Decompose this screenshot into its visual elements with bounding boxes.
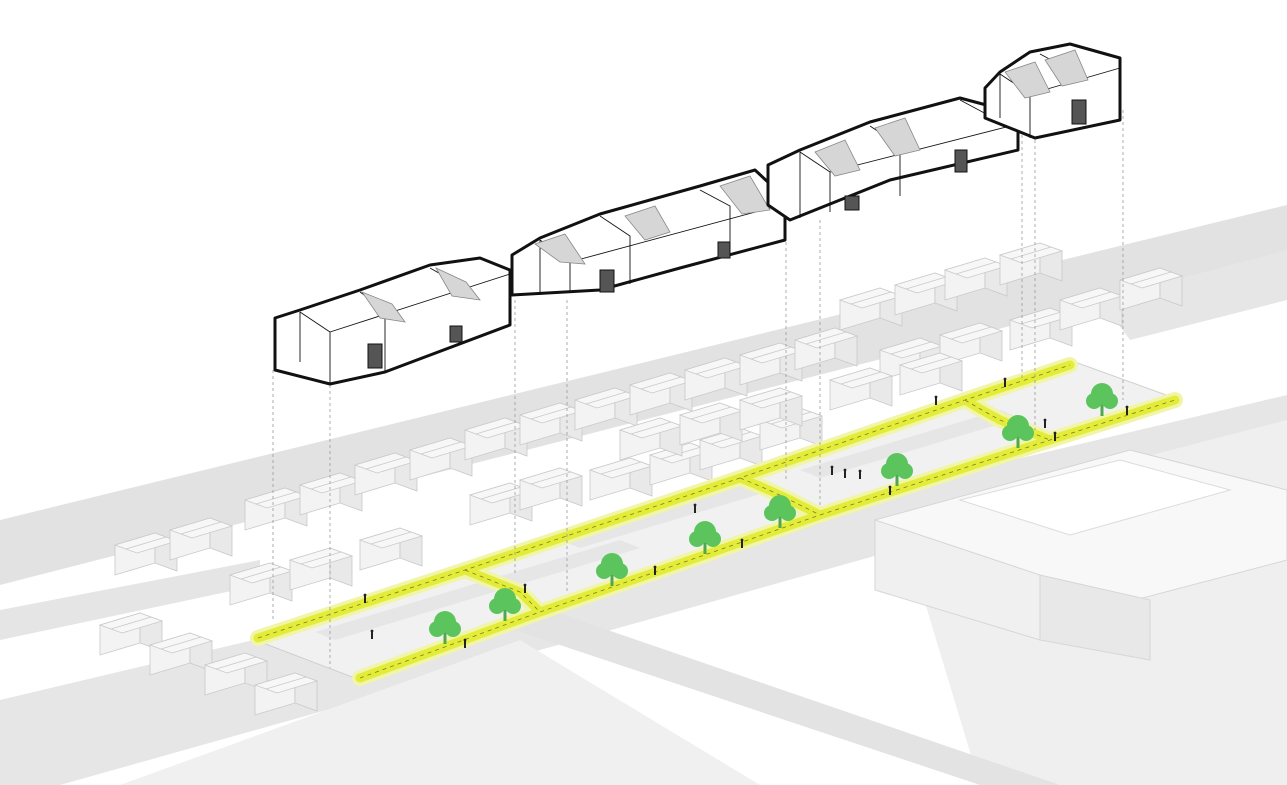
pedestrian-head [741, 539, 744, 542]
pedestrian-head [364, 594, 367, 597]
pedestrian-body [844, 471, 846, 478]
tree-canopy [596, 563, 612, 579]
pedestrian-body [371, 632, 373, 639]
context-house [520, 468, 582, 510]
pedestrian-icon [1126, 406, 1129, 415]
exploded-building [768, 98, 1018, 220]
pedestrian-head [654, 566, 657, 569]
pedestrian-body [1126, 408, 1128, 415]
tree-canopy [489, 598, 505, 614]
door [718, 242, 730, 258]
pedestrian-body [1054, 434, 1056, 441]
pedestrian-body [654, 568, 656, 575]
pedestrian-icon [654, 566, 657, 575]
pedestrian-body [859, 472, 861, 479]
context-house [590, 458, 652, 500]
tree-canopy [881, 463, 897, 479]
pedestrian-head [889, 486, 892, 489]
context-house [360, 528, 422, 570]
door [368, 344, 382, 368]
pedestrian-head [1126, 406, 1129, 409]
tree-canopy [612, 563, 628, 579]
pedestrian-head [694, 504, 697, 507]
tree-canopy [780, 505, 796, 521]
pedestrian-icon [1044, 419, 1047, 428]
exploded-building [512, 170, 785, 295]
tree-canopy [764, 505, 780, 521]
pedestrian-head [1044, 419, 1047, 422]
tree-canopy [705, 531, 721, 547]
tree-canopy [505, 598, 521, 614]
pedestrian-body [694, 506, 696, 513]
pedestrian-icon [859, 470, 862, 479]
pedestrian-head [524, 584, 527, 587]
building-outline [768, 98, 1018, 220]
pedestrian-head [859, 470, 862, 473]
pedestrian-icon [694, 504, 697, 513]
pedestrian-icon [935, 396, 938, 405]
pedestrian-body [1004, 380, 1006, 387]
tree-canopy [689, 531, 705, 547]
pedestrian-body [524, 586, 526, 593]
context-house [830, 368, 892, 410]
pedestrian-body [889, 488, 891, 495]
pedestrian-body [1044, 421, 1046, 428]
pedestrian-body [935, 398, 937, 405]
building-outline [275, 258, 510, 384]
context-house [290, 548, 352, 590]
exploded-building [985, 44, 1120, 138]
door [955, 150, 967, 172]
pedestrian-head [371, 630, 374, 633]
tree-canopy [897, 463, 913, 479]
pedestrian-body [831, 468, 833, 475]
pedestrian-head [831, 466, 834, 469]
pedestrian-icon [1004, 378, 1007, 387]
tree-canopy [1018, 425, 1034, 441]
tree-canopy [1102, 393, 1118, 409]
door [845, 196, 859, 210]
pedestrian-body [464, 641, 466, 648]
pedestrian-icon [831, 466, 834, 475]
pedestrian-head [1054, 432, 1057, 435]
pedestrian-head [1004, 378, 1007, 381]
pedestrian-head [464, 639, 467, 642]
pedestrian-icon [889, 486, 892, 495]
pedestrian-icon [464, 639, 467, 648]
pedestrian-head [844, 469, 847, 472]
pedestrian-icon [741, 539, 744, 548]
pedestrian-body [364, 596, 366, 603]
pedestrian-icon [844, 469, 847, 478]
door [1072, 100, 1086, 124]
pedestrian-icon [371, 630, 374, 639]
door [600, 270, 614, 292]
pedestrian-head [935, 396, 938, 399]
pedestrian-icon [524, 584, 527, 593]
tree-canopy [445, 621, 461, 637]
pedestrian-body [741, 541, 743, 548]
tree-canopy [429, 621, 445, 637]
pedestrian-icon [364, 594, 367, 603]
exploded-building [275, 258, 510, 384]
door [450, 326, 462, 342]
tree-canopy [1002, 425, 1018, 441]
pedestrian-icon [1054, 432, 1057, 441]
tree-canopy [1086, 393, 1102, 409]
